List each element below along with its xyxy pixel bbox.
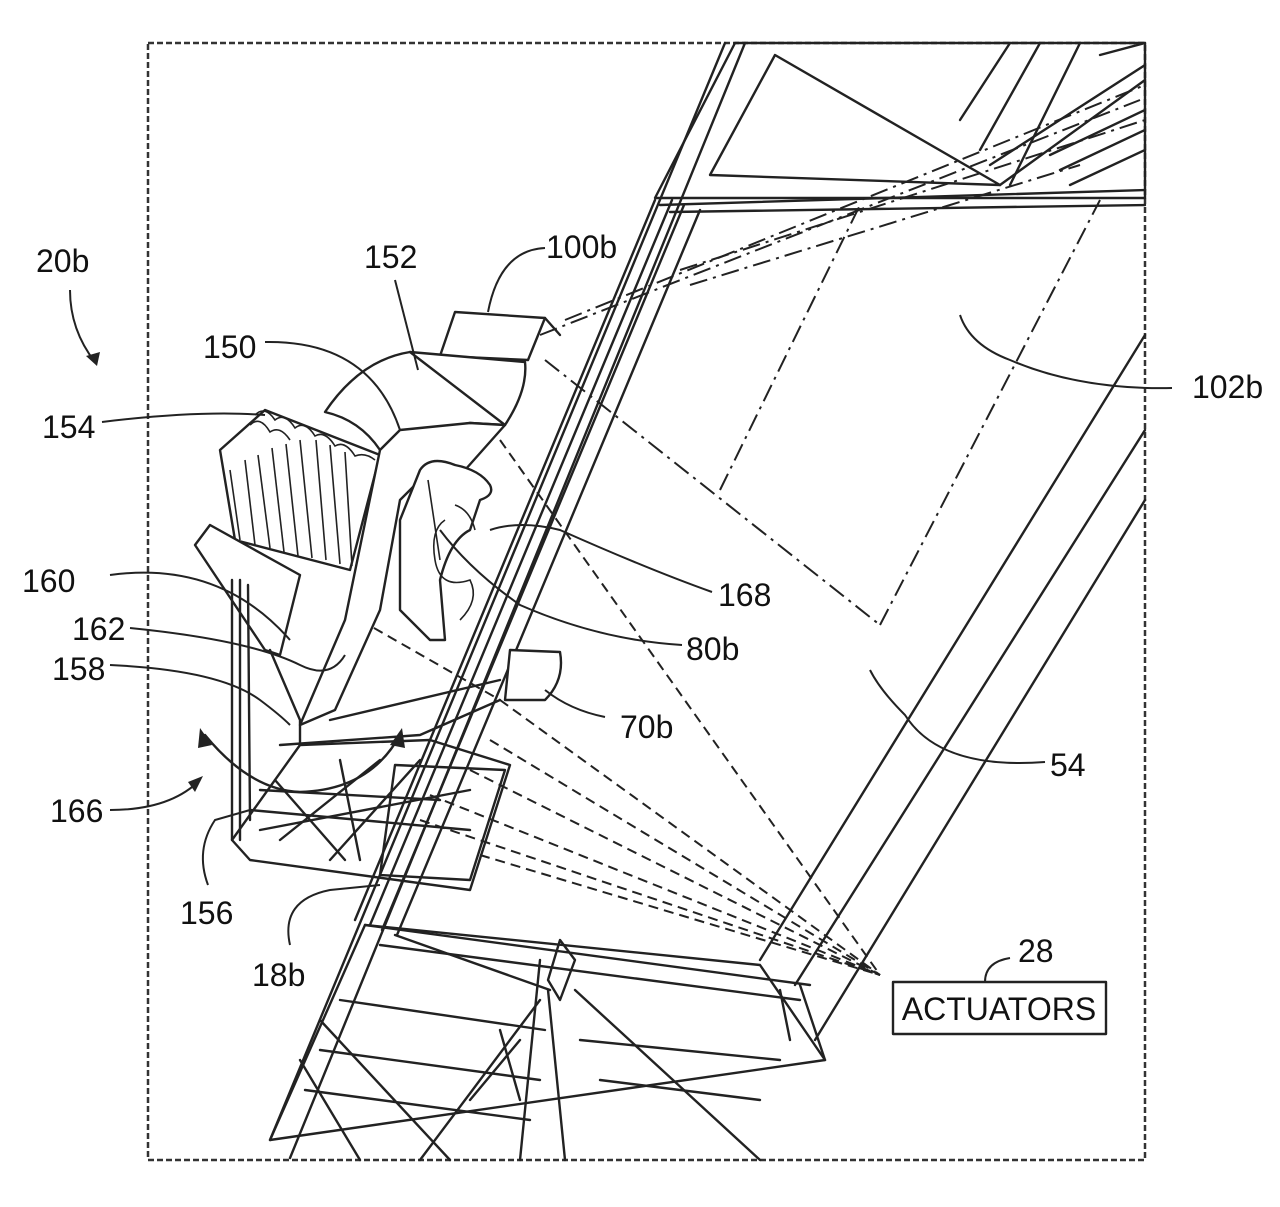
- actuator-link-lines: [359, 439, 881, 976]
- label-70b: 70b: [620, 709, 673, 745]
- rider: [398, 459, 493, 642]
- label-20b: 20b: [36, 243, 89, 279]
- projection-screen: [539, 84, 1146, 626]
- label-158: 158: [52, 651, 105, 687]
- bracket: [503, 648, 563, 702]
- label-152: 152: [364, 239, 417, 275]
- reference-labels: 20b 152 100b 150 102b 154 160 162 168 80…: [22, 229, 1263, 993]
- leader-lines: [69, 247, 1173, 946]
- label-80b: 80b: [686, 631, 739, 667]
- actuators-label: ACTUATORS: [902, 991, 1096, 1027]
- projector: [438, 310, 562, 362]
- bottom-truss: [268, 923, 827, 1162]
- label-18b: 18b: [252, 957, 305, 993]
- label-162: 162: [72, 611, 125, 647]
- base-platform: [230, 738, 512, 892]
- rotation-arrows: [198, 728, 405, 794]
- seat-row: [218, 408, 382, 572]
- label-154: 154: [42, 409, 95, 445]
- label-168: 168: [718, 577, 771, 613]
- label-100b: 100b: [546, 229, 617, 265]
- label-54: 54: [1050, 747, 1086, 783]
- top-truss: [653, 41, 1147, 214]
- figure-border: [146, 41, 1147, 1162]
- label-150: 150: [203, 329, 256, 365]
- actuators-box: ACTUATORS: [891, 957, 1108, 1036]
- label-156: 156: [180, 895, 233, 931]
- label-102b: 102b: [1192, 369, 1263, 405]
- track-structure: [268, 41, 1147, 1160]
- label-160: 160: [22, 563, 75, 599]
- label-166: 166: [50, 793, 103, 829]
- label-28: 28: [1018, 933, 1054, 969]
